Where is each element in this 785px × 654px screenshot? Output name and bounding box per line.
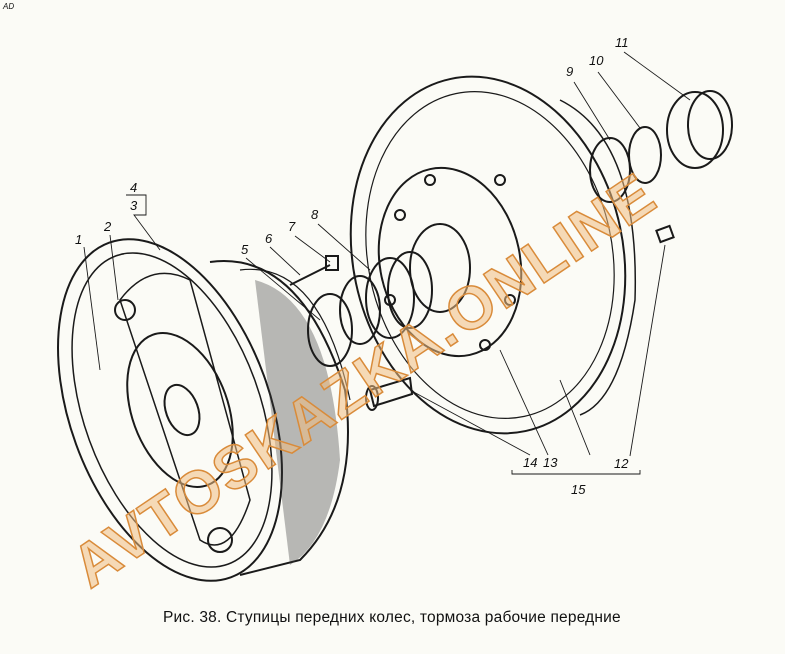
- callout-5: 5: [241, 242, 249, 257]
- wheel-hub: [377, 166, 523, 358]
- callout-9: 9: [566, 64, 574, 79]
- callout-15: 15: [571, 482, 586, 497]
- brake-drum: [209, 260, 351, 576]
- leader-lines: [83, 51, 691, 475]
- corner-mark: AD: [3, 2, 15, 11]
- brake-backing-plate: [57, 238, 283, 582]
- wheel-drum: [349, 75, 637, 435]
- figure-caption: Рис. 38. Ступицы передних колес, тормоза…: [163, 609, 621, 626]
- callout-13: 13: [543, 455, 558, 470]
- callout-1: 1: [75, 232, 83, 247]
- callout-3: 3: [130, 198, 138, 213]
- bearing-and-seals: [289, 251, 433, 367]
- callout-8: 8: [311, 207, 319, 222]
- callout-10: 10: [589, 53, 604, 68]
- callout-14: 14: [523, 455, 538, 470]
- outer-bearing-nut-cap: [589, 90, 733, 244]
- wheel-stud: [365, 376, 414, 411]
- callout-2: 2: [104, 219, 112, 234]
- callout-11: 11: [615, 35, 629, 50]
- callout-12: 12: [614, 456, 629, 471]
- callout-6: 6: [265, 231, 273, 246]
- callout-7: 7: [288, 219, 296, 234]
- callout-4: 4: [130, 180, 138, 195]
